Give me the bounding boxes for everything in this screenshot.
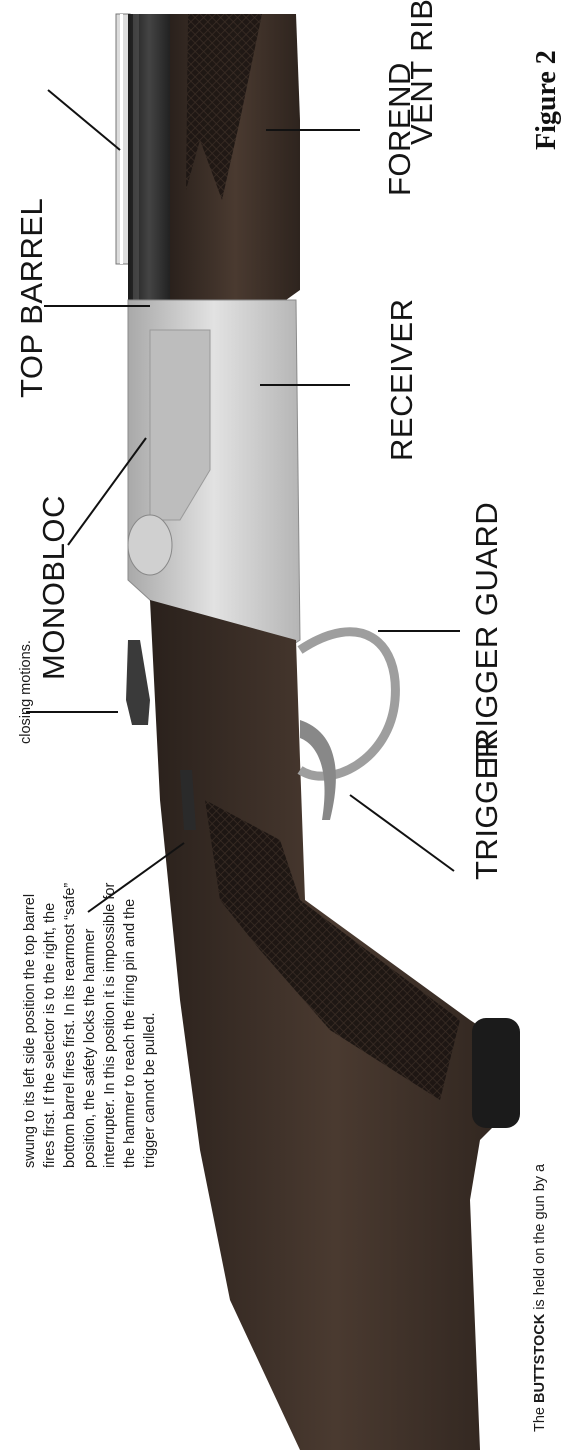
label-trigger-guard: TRIGGER GUARD [471, 502, 502, 770]
text-line: fires first. If the selector is to the r… [40, 883, 60, 1168]
text-line: the hammer to reach the firing pin and t… [120, 883, 140, 1168]
leader-vent-rib [48, 90, 120, 150]
buttstock-rest: is held on the gun by a [532, 1164, 548, 1314]
label-receiver: RECEIVER [386, 299, 417, 461]
top-lever [126, 640, 150, 725]
label-trigger: TRIGGER [471, 735, 502, 880]
text-line: bottom barrel fires first. In its rearmo… [60, 883, 80, 1168]
safety-paragraph: swung to its left side position the top … [20, 883, 160, 1168]
label-forend: FOREND [384, 62, 415, 196]
text-line: The BUTTSTOCK is held on the gun by a [530, 1164, 550, 1432]
trigger-guard-shape [300, 632, 395, 776]
label-top-barrel: TOP BARREL [16, 198, 47, 398]
leader-trigger [350, 795, 454, 871]
text-line: swung to its left side position the top … [20, 883, 40, 1168]
buttstock-term: BUTTSTOCK [532, 1314, 548, 1403]
figure-caption: Figure 2 [531, 50, 561, 150]
text-line: position, the safety locks the hammer [80, 883, 100, 1168]
text-line: interrupter. In this position it is impo… [100, 883, 120, 1168]
text-line: trigger cannot be pulled. [140, 883, 160, 1168]
buttstock-prefix: The [532, 1403, 548, 1432]
text-line: closing motions. [16, 640, 36, 744]
top-lever-text-fragment: closing motions. [16, 640, 36, 744]
buttstock-paragraph: The BUTTSTOCK is held on the gun by a [530, 1164, 550, 1432]
label-monobloc: MONOBLOC [38, 495, 69, 680]
